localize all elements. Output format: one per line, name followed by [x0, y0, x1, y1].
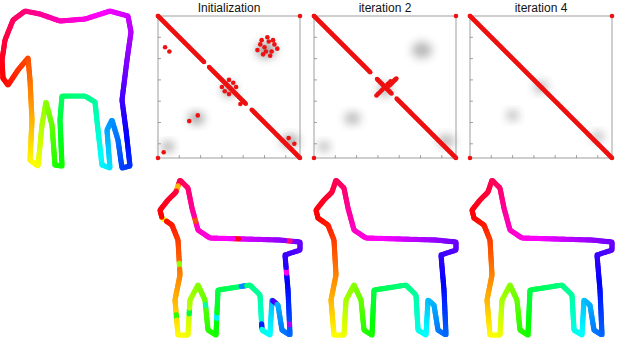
match-point [312, 156, 317, 161]
match-point [258, 42, 263, 47]
axis-tick [399, 155, 400, 158]
matrix-frame [314, 16, 456, 158]
match-point [388, 90, 393, 95]
axis-tick [158, 37, 161, 38]
match-point [266, 39, 271, 44]
match-point [275, 46, 280, 51]
match-point [262, 45, 267, 50]
axis-tick [179, 155, 180, 158]
similarity-blob [344, 112, 360, 124]
match-point [271, 38, 276, 43]
match-point [156, 14, 161, 19]
axis-tick [377, 155, 378, 158]
match-point [220, 85, 225, 90]
contour-point [0, 75, 5, 80]
match-point [298, 156, 303, 161]
match-point [388, 79, 393, 84]
match-point [387, 83, 392, 88]
axis-tick [314, 101, 317, 102]
match-point [259, 38, 264, 43]
axis-tick [441, 155, 442, 158]
dog-shape [313, 178, 458, 338]
axis-tick [200, 155, 201, 158]
match-point [368, 70, 373, 75]
match-point [195, 113, 200, 118]
match-point [265, 35, 270, 40]
match-point [298, 14, 303, 19]
match-point [234, 85, 239, 90]
match-point [231, 80, 236, 85]
axis-tick [314, 122, 317, 123]
axis-tick [420, 155, 421, 158]
axis-tick [158, 143, 161, 144]
horse-shape [0, 8, 134, 170]
match-point [292, 142, 297, 147]
match-point [156, 156, 161, 161]
match-point [286, 136, 291, 141]
match-point [227, 92, 232, 97]
dog-shape [157, 178, 302, 338]
axis-tick [158, 122, 161, 123]
axis-tick [158, 79, 161, 80]
axis-tick [335, 155, 336, 158]
match-point [222, 89, 227, 94]
axis-tick [314, 37, 317, 38]
match-point [167, 49, 172, 54]
axis-tick [158, 58, 161, 59]
axis-tick [158, 101, 161, 102]
axis-tick [314, 79, 317, 80]
match-point [201, 59, 206, 64]
match-point [161, 150, 166, 155]
match-point [255, 48, 260, 53]
match-point [454, 14, 459, 19]
match-point [312, 14, 317, 19]
match-point [454, 156, 459, 161]
match-point [269, 49, 274, 54]
match-point [272, 42, 277, 47]
axis-tick [356, 155, 357, 158]
axis-tick [221, 155, 222, 158]
match-point [389, 91, 394, 96]
similarity-blob [256, 42, 276, 58]
match-point [297, 155, 302, 160]
match-point [187, 119, 192, 124]
match-point [238, 102, 243, 107]
similarity-blob [412, 42, 432, 58]
contour-point [159, 214, 164, 219]
axis-tick [314, 58, 317, 59]
match-point [227, 78, 232, 83]
match-point [202, 60, 207, 65]
match-point [264, 49, 269, 54]
similarity-blob [318, 142, 330, 152]
axis-tick [285, 155, 286, 158]
axis-tick [243, 155, 244, 158]
correspondence-matrix [156, 14, 303, 161]
match-point [453, 155, 458, 160]
match-point [268, 53, 273, 58]
match-point [163, 45, 168, 50]
match-point [156, 14, 161, 19]
match-point [312, 14, 317, 19]
matrix-frame [158, 16, 300, 158]
match-point [367, 69, 372, 74]
axis-tick [314, 143, 317, 144]
axis-tick [264, 155, 265, 158]
correspondence-matrix [312, 14, 459, 161]
